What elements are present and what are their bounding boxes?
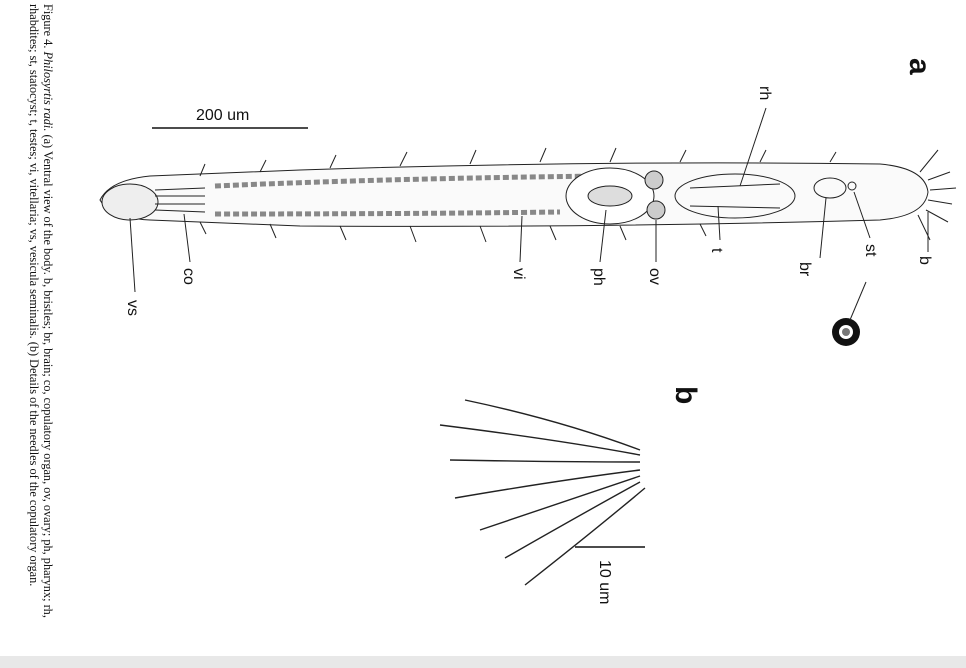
- worm-body: [99, 147, 957, 243]
- label-st: st: [862, 244, 879, 257]
- label-br: br: [796, 262, 813, 277]
- needle-bundle: [439, 399, 646, 586]
- label-b: b: [916, 256, 933, 265]
- label-ph: ph: [590, 268, 607, 286]
- label-ov: ov: [646, 268, 663, 285]
- footer-bar: [0, 656, 966, 668]
- scale-bar-a: 200 um: [152, 107, 308, 129]
- label-vi: vi: [510, 268, 527, 280]
- label-t: t: [708, 248, 725, 253]
- leader-lines: [129, 107, 929, 321]
- label-vs: vs: [124, 300, 141, 316]
- scale-bar-a-label: 200 um: [196, 107, 249, 124]
- label-rh: rh: [756, 86, 773, 100]
- panel-label-a: a: [903, 58, 936, 75]
- statocyst-detail: [832, 318, 860, 346]
- panel-label-b: b: [669, 386, 702, 404]
- label-co: co: [180, 268, 197, 285]
- scale-bar-b: 10 um: [575, 546, 645, 604]
- scale-bar-b-label: 10 um: [596, 560, 613, 604]
